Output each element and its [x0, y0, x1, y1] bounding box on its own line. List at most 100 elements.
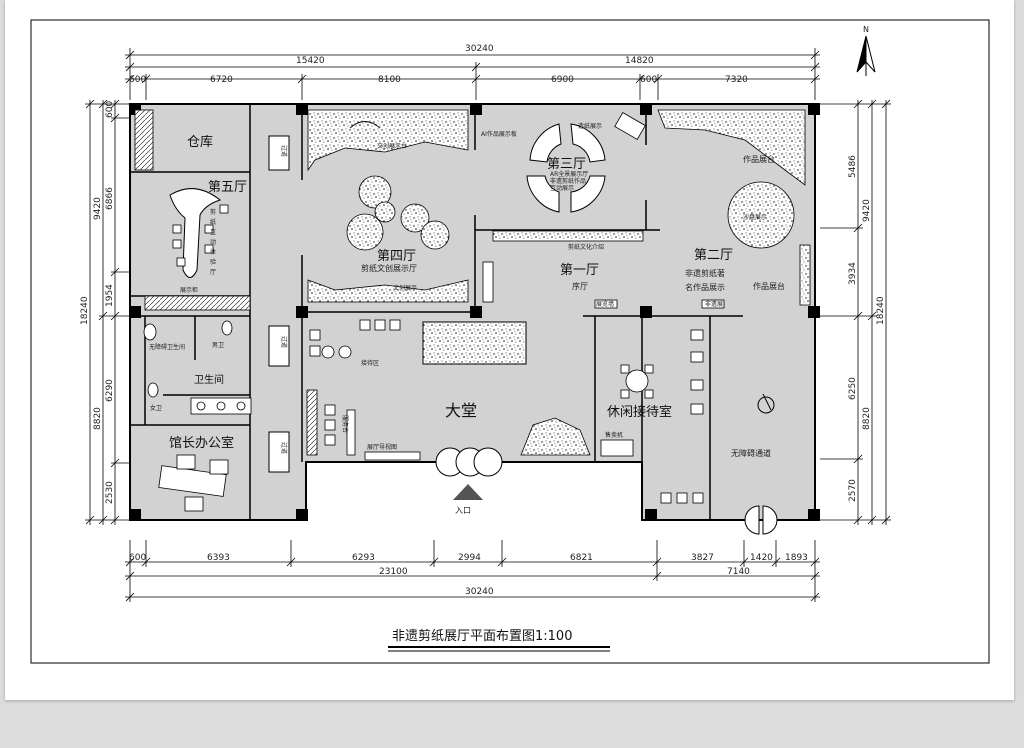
dim-left-part-3: 1954	[105, 284, 115, 307]
ai-display-label: AI作品展示板	[481, 130, 517, 138]
room-accessible-corridor-label: 无障碍通道	[731, 448, 771, 458]
hall3-sub-3: 互动展示	[550, 185, 574, 192]
bottom-dimension-lines	[125, 540, 820, 602]
hall4-tree-cluster	[346, 175, 450, 251]
room-hall4-label: 第四厅	[377, 249, 416, 264]
hall2-sub-1: 非遗剪纸著	[685, 268, 725, 278]
entrance-label: 入口	[455, 506, 471, 515]
storage-shelving	[134, 109, 154, 171]
room-hall2-label: 第二厅	[694, 248, 733, 263]
north-arrow-icon: N	[856, 25, 876, 76]
dim-bottom-part-3: 6293	[352, 553, 375, 563]
female-toilet-label: 女卫	[150, 404, 162, 412]
hall3-sub-1: AR全景展示厅	[550, 170, 588, 178]
exhibit-stand-label: 展览墙	[596, 300, 614, 308]
reception-area-label: 接待区	[361, 359, 379, 367]
left-dimension-lines	[85, 99, 135, 525]
hall3-sub-2: 非遗剪纸作品	[550, 177, 586, 185]
hall2-sub-2: 名作品展示	[685, 282, 725, 292]
room-lounge-label: 休闲接待室	[607, 404, 672, 420]
room-hall4-subtitle: 剪纸文创展示厅	[361, 263, 417, 273]
vending-label: 售卖机	[605, 431, 623, 439]
works-stand-label-2: 作品展台	[753, 281, 785, 291]
dim-right-mid-1: 9420	[862, 199, 872, 222]
rockery-top	[349, 121, 381, 129]
dim-left-part-2: 6866	[105, 187, 115, 210]
columns	[129, 103, 820, 521]
room-hall1-label: 第一厅	[560, 263, 599, 278]
dim-bottom-overall: 30240	[465, 587, 494, 597]
culture-wall-planter	[492, 230, 644, 242]
accessible-toilet-label: 无障碍卫生间	[149, 343, 185, 351]
lounge-furniture	[600, 329, 704, 504]
hall5-subtitle-vertical: 剪 纸 互 动 体 验 厅	[210, 208, 216, 276]
room-hall1-subtitle: 序厅	[572, 281, 588, 291]
corridor-label-2: 过道	[280, 336, 288, 348]
dim-bottom-part-4: 2994	[458, 553, 481, 563]
wheelchair-icon	[757, 393, 775, 414]
top-dimension-lines	[125, 48, 820, 100]
room-director-label: 馆长办公室	[169, 435, 234, 451]
center-table-label: 沙盘展示	[743, 213, 767, 221]
dim-left-mid-2: 8820	[93, 407, 103, 430]
hall5-stools	[172, 204, 229, 267]
dim-bottom-part-1: 600	[129, 553, 146, 563]
room-hall3-label: 第三厅	[547, 157, 586, 172]
dim-bottom-part-7: 1420	[750, 553, 773, 563]
dim-top-mid-2: 14820	[625, 56, 654, 66]
floor-plan: N 30240 15420 14820 600 6720 8100 6900 6…	[30, 19, 990, 664]
works-stand-label-1: 作品展台	[743, 154, 775, 164]
hall5-sub-3: 互	[210, 229, 216, 236]
dim-right-mid-2: 8820	[862, 407, 872, 430]
north-label: N	[863, 25, 869, 34]
room-hall5-label: 第五厅	[208, 180, 247, 195]
corridor-label-1: 过道	[280, 145, 288, 157]
dim-left-mid-1: 9420	[93, 197, 103, 220]
dim-bottom-part-5: 6821	[570, 553, 593, 563]
front-desk-label: 服务台	[341, 415, 349, 433]
main-entrance-door[interactable]	[435, 447, 503, 477]
dim-top-part-4: 6900	[551, 75, 574, 85]
planter-bottom-hall4	[307, 279, 469, 303]
drawing-sheet: N 30240 15420 14820 600 6720 8100 6900 6…	[5, 0, 1014, 700]
hall4-stand-label: 文创展示台	[377, 142, 407, 150]
accessible-door[interactable]	[744, 505, 778, 535]
dim-right-part-4: 2570	[848, 479, 858, 502]
dim-left-part-1: 600	[105, 101, 115, 118]
room-lobby-label: 大堂	[445, 401, 477, 420]
hall5-sub-6: 验	[210, 258, 216, 266]
dim-top-part-2: 6720	[210, 75, 233, 85]
hall5-sub-2: 纸	[210, 218, 216, 226]
lobby-feature-wall	[422, 321, 527, 365]
hall5-sub-4: 动	[210, 239, 216, 246]
dim-right-part-1: 5486	[848, 155, 858, 178]
planter-top-hall4	[307, 109, 469, 172]
room-storage-label: 仓库	[187, 134, 213, 150]
dim-bottom-part-6: 3827	[691, 553, 714, 563]
center-table-round	[727, 181, 795, 249]
hall5-sub-1: 剪	[210, 208, 216, 216]
dim-top-part-5: 600	[640, 75, 657, 85]
dim-right-overall: 18240	[876, 296, 886, 325]
lobby-plant-bed	[520, 417, 591, 456]
corridor-boxes	[268, 135, 290, 473]
hall5-sub-5: 体	[210, 248, 216, 256]
hall5-interactive-table	[169, 188, 222, 278]
paper-making-table	[614, 112, 646, 140]
dim-top-part-3: 8100	[378, 75, 401, 85]
dim-left-overall: 18240	[80, 296, 90, 325]
drawing-frame	[30, 19, 990, 664]
guide-map-label: 展厅导视图	[367, 443, 397, 451]
dim-bottom-part-2: 6393	[207, 553, 230, 563]
planter-top-hall2	[657, 109, 806, 186]
entrance-arrow-icon	[453, 484, 483, 500]
hall5-sub-7: 厅	[210, 269, 216, 276]
director-office-furniture	[158, 454, 229, 512]
right-dimension-lines	[820, 99, 891, 525]
paper-display-label: 造纸展示	[578, 122, 602, 130]
dim-bottom-part-8: 1893	[785, 553, 808, 563]
hall4-stand-label-2: 文创展示	[393, 284, 417, 292]
dim-right-part-2: 3934	[848, 262, 858, 285]
male-toilet-label: 男卫	[212, 342, 224, 349]
display-cabinet-label: 展示柜	[180, 286, 198, 294]
